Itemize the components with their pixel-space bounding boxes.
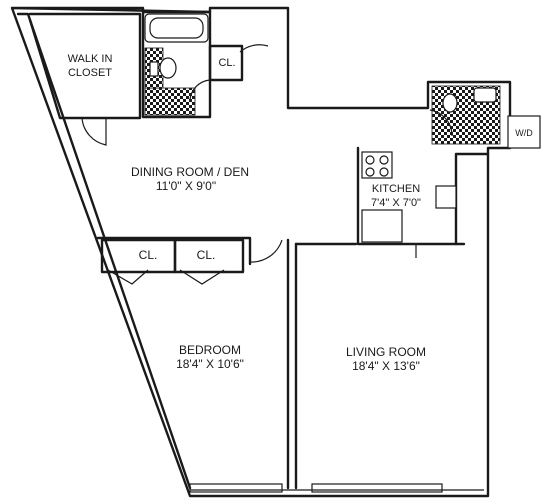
bath-closet-label: CL. <box>218 57 235 69</box>
bath-closet: CL. <box>208 44 269 82</box>
windows <box>189 483 443 493</box>
bedroom-label: BEDROOM <box>179 343 241 357</box>
bathroom <box>141 10 212 119</box>
utility-bath <box>429 85 541 149</box>
washer-dryer-label: W/D <box>515 128 533 138</box>
bedroom-closet-2-label: CL. <box>197 248 216 262</box>
bedroom-walls: CL. CL. <box>96 236 290 490</box>
kitchen-dims: 7'4" X 7'0" <box>371 197 421 209</box>
kitchen <box>356 146 490 258</box>
living-room-dims: 18'4" X 13'6" <box>352 359 420 373</box>
living-room-walls <box>294 242 466 490</box>
bedroom-closet-1-label: CL. <box>139 248 158 262</box>
bedroom-dims: 18'4" X 10'6" <box>176 357 244 371</box>
dining-room-label: DINING ROOM / DEN <box>131 165 249 179</box>
dining-room-dims: 11'0" X 9'0" <box>156 179 216 193</box>
walk-in-closet <box>28 12 142 146</box>
kitchen-label: KITCHEN <box>372 183 420 195</box>
exterior-walls <box>10 6 512 498</box>
living-room-label: LIVING ROOM <box>346 345 426 359</box>
walk-in-closet-label-line2: CLOSET <box>68 67 112 79</box>
walk-in-closet-label-line1: WALK IN <box>68 53 113 65</box>
